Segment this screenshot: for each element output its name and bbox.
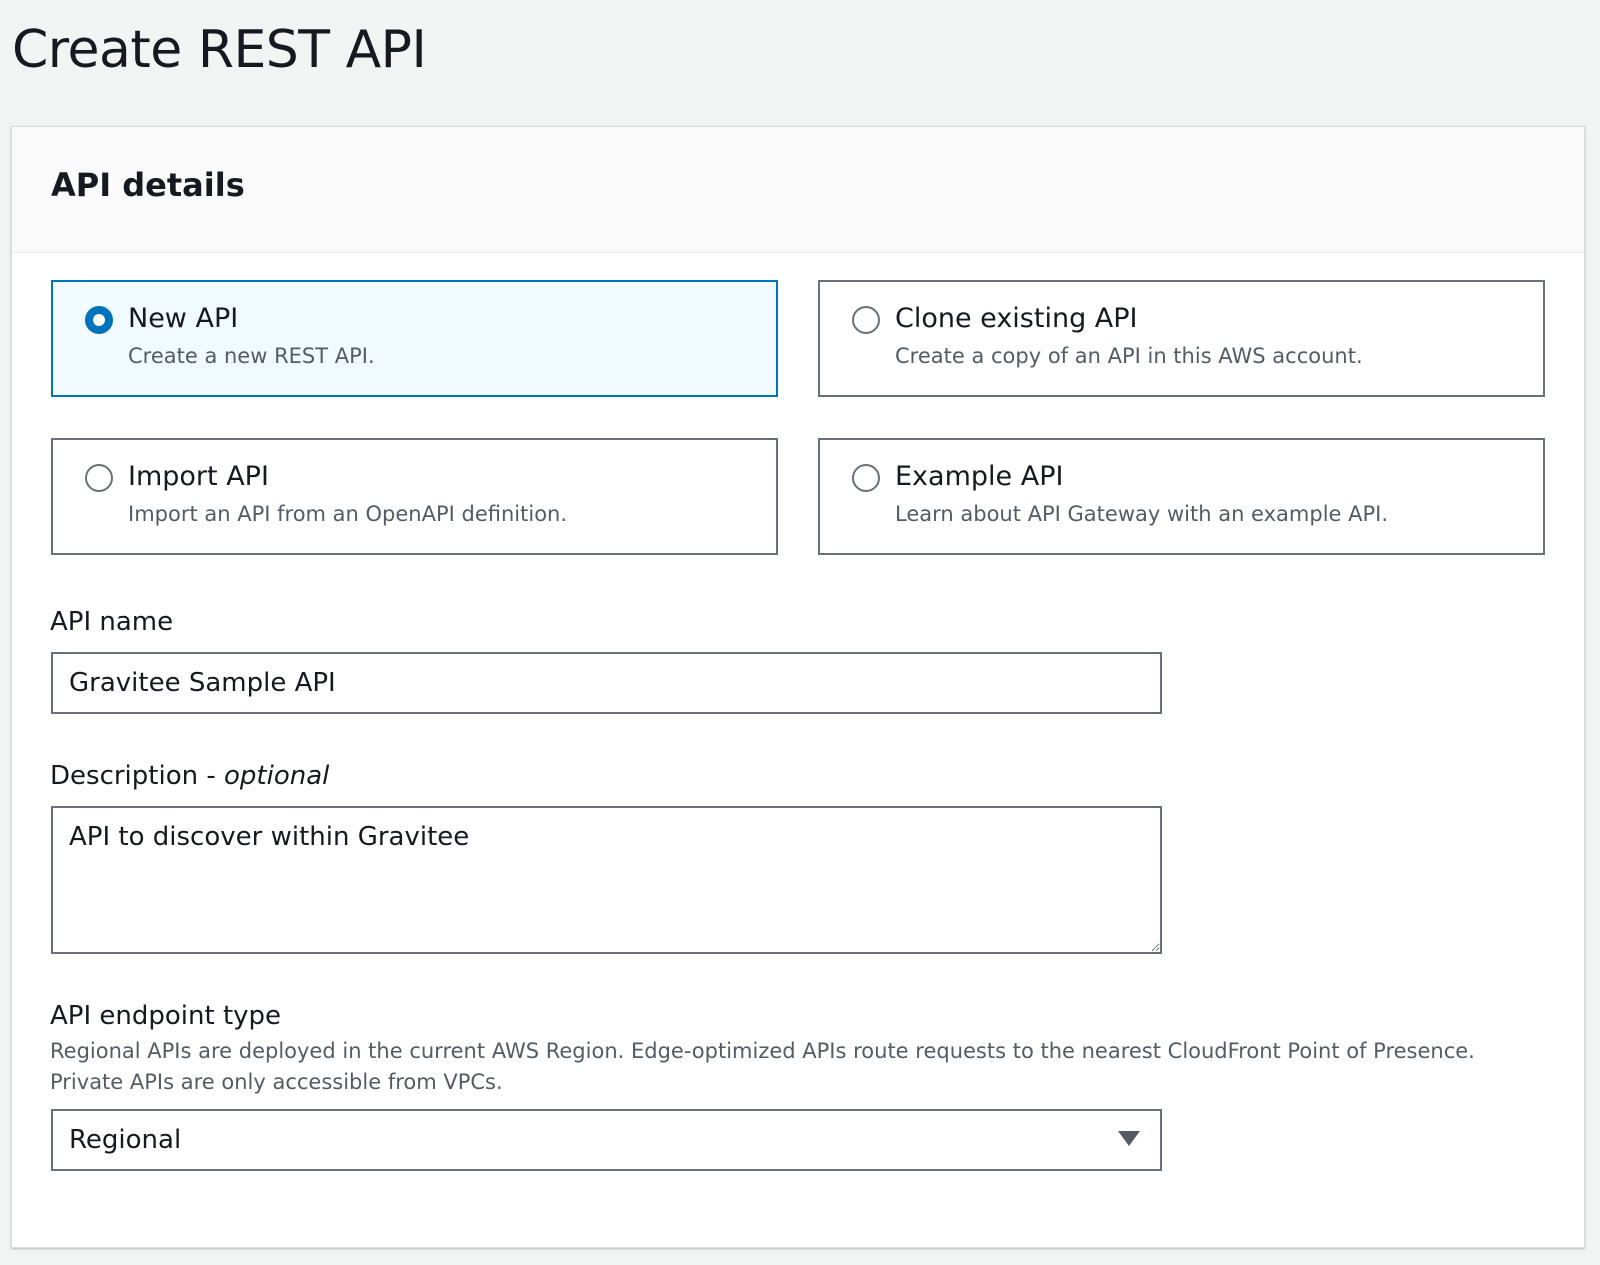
tile-description: Learn about API Gateway with an example … (895, 502, 1389, 526)
api-name-label: API name (50, 607, 174, 637)
tile-import-api[interactable]: Import API Import an API from an OpenAPI… (51, 438, 778, 555)
tile-label: Example API (895, 461, 1064, 492)
tile-example-api[interactable]: Example API Learn about API Gateway with… (818, 438, 1545, 555)
panel-title: API details (51, 166, 245, 204)
endpoint-type-help-text: Regional APIs are deployed in the curren… (50, 1039, 1475, 1094)
endpoint-type-select[interactable]: Regional (51, 1109, 1162, 1171)
panel-header: API details (12, 127, 1584, 253)
api-name-input[interactable] (51, 652, 1162, 714)
tile-clone-existing-api[interactable]: Clone existing API Create a copy of an A… (818, 280, 1545, 397)
caret-down-icon (1118, 1131, 1140, 1146)
endpoint-type-selected-value: Regional (69, 1125, 182, 1155)
tile-label: Clone existing API (895, 303, 1138, 334)
tile-description: Create a copy of an API in this AWS acco… (895, 344, 1363, 368)
tile-description: Create a new REST API. (128, 344, 375, 368)
tile-label: Import API (128, 461, 269, 492)
endpoint-type-label: API endpoint type (50, 1001, 282, 1031)
radio-example-api[interactable] (852, 464, 880, 492)
page-title: Create REST API (12, 20, 427, 80)
description-textarea[interactable]: API to discover within Gravitee (51, 806, 1162, 954)
tile-description: Import an API from an OpenAPI definition… (128, 502, 568, 526)
radio-clone-existing-api[interactable] (852, 306, 880, 334)
description-label-text: Description - (50, 761, 224, 791)
api-details-panel: API details New API Create a new REST AP… (11, 126, 1585, 1248)
tile-new-api[interactable]: New API Create a new REST API. (51, 280, 778, 397)
tile-label: New API (128, 303, 239, 334)
radio-import-api[interactable] (85, 464, 113, 492)
optional-label: optional (224, 761, 330, 791)
radio-new-api[interactable] (85, 306, 113, 334)
description-label: Description - optional (50, 759, 329, 793)
